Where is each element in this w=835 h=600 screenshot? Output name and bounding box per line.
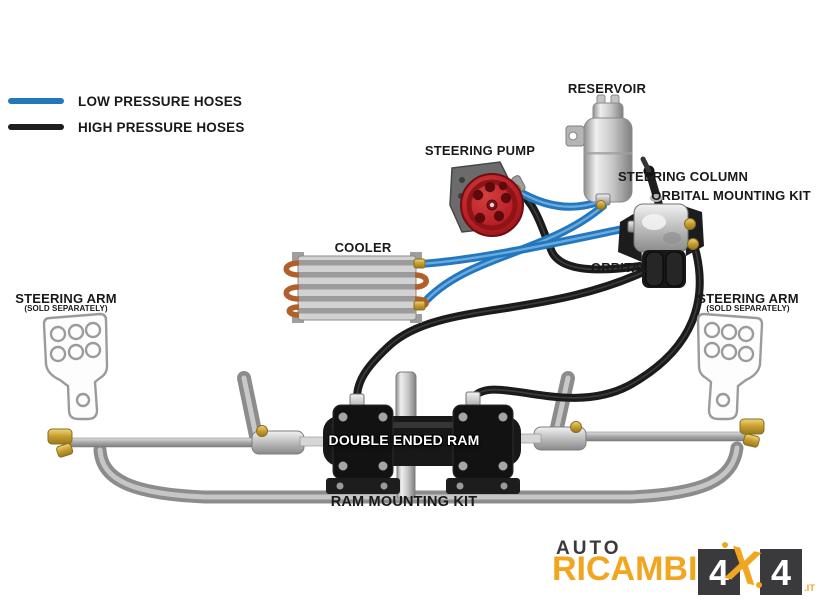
ram-mounting-frame [93, 371, 744, 504]
steering-pump [449, 161, 526, 237]
reservoir [565, 94, 633, 210]
cooler-bottom-port [413, 300, 426, 311]
ram-mount-plates [326, 478, 520, 494]
logo-splatter-dot [756, 582, 762, 588]
logo-word-ricambi: RICAMBI [552, 550, 698, 588]
low-pressure-hoses [416, 187, 636, 309]
left-tie-rod [65, 437, 259, 448]
orbital-fitting-bottom [687, 238, 699, 250]
label-orbital: ORBITAL [590, 260, 650, 275]
label-steering-pump: STEERING PUMP [424, 143, 536, 158]
legend-row-low-pressure: LOW PRESSURE HOSES [8, 88, 245, 114]
left-rod-end [47, 428, 74, 458]
low-pressure-line-swatch [8, 98, 64, 104]
logo-four-left-block: 4 [698, 549, 740, 595]
orbital-assembly [618, 156, 704, 288]
label-reservoir: RESERVOIR [567, 81, 647, 96]
steering-column-shaft [646, 170, 664, 212]
label-double-ended-ram: DOUBLE ENDED RAM [328, 432, 480, 448]
cooler-fins [298, 260, 416, 314]
orbital-fitting-top [684, 218, 696, 230]
label-cooler: COOLER [334, 240, 392, 255]
reservoir-outlet-fitting [596, 200, 606, 210]
cooler-top-port [413, 258, 426, 269]
tie-rods [47, 418, 765, 458]
right-rod-end [739, 418, 765, 448]
logo-four-right-block: 4 [760, 549, 802, 595]
legend: LOW PRESSURE HOSES HIGH PRESSURE HOSES [8, 88, 245, 140]
legend-label-low-pressure: LOW PRESSURE HOSES [78, 93, 243, 109]
label-steering-arm-right-note: (SOLD SEPARATELY) [706, 304, 790, 313]
cooler [283, 252, 429, 323]
label-steering-column: STEERING COLUMN [617, 169, 749, 184]
right-tie-rod [579, 431, 749, 442]
reservoir-body [583, 117, 633, 203]
pump-pulley [460, 173, 524, 237]
steering-arm-left [42, 312, 109, 421]
label-steering-arm-left: STEERING ARM [15, 291, 117, 306]
label-steering-arm-right: STEERING ARM [697, 291, 799, 306]
double-ended-ram [323, 391, 521, 494]
legend-row-high-pressure: HIGH PRESSURE HOSES [8, 114, 245, 140]
logo-tld: .IT [804, 583, 816, 594]
brand-logo: AUTO RICAMBI 4 4 X .IT [546, 537, 834, 598]
logo-splatter-dot [722, 542, 728, 548]
label-ram-mounting-kit: RAM MOUNTING KIT [330, 494, 478, 510]
label-steering-arm-left-note: (SOLD SEPARATELY) [24, 304, 108, 313]
logo-word-auto: AUTO [556, 538, 622, 559]
label-orbital-mounting-kit: ORBITAL MOUNTING KIT [651, 188, 811, 203]
cooler-copper-tubes [283, 260, 429, 318]
legend-label-high-pressure: HIGH PRESSURE HOSES [78, 119, 245, 135]
ram-clamp-left [332, 404, 394, 480]
high-pressure-line-swatch [8, 124, 64, 130]
steering-arm-right [696, 312, 764, 421]
